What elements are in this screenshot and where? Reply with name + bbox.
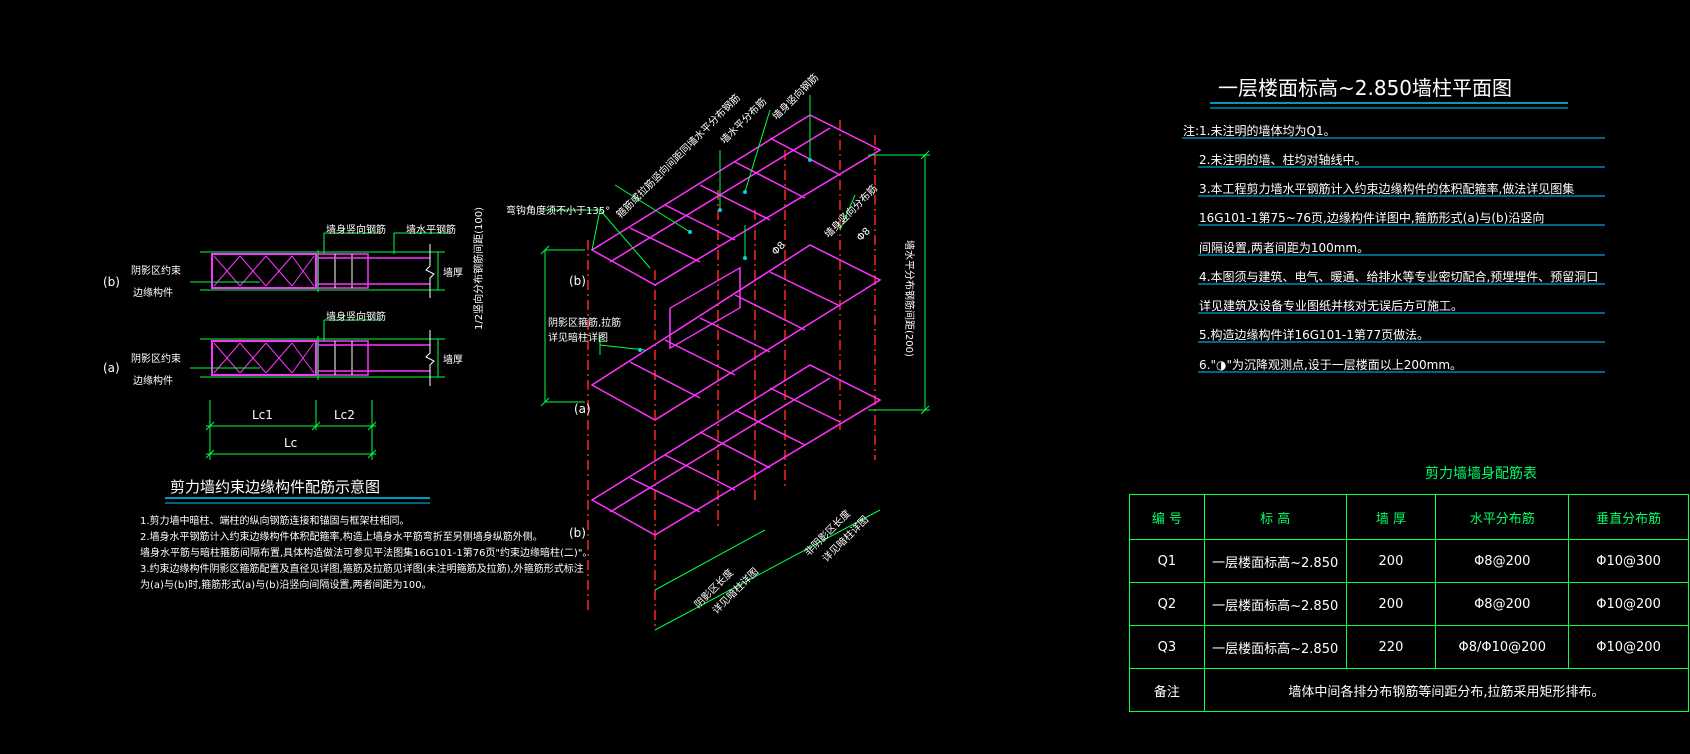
cell-elevation: 一层楼面标高~2.850 xyxy=(1203,582,1347,626)
table-row: Q2 一层楼面标高~2.850 200 Φ8@200 Φ10@200 xyxy=(1129,582,1689,626)
remark-label: 备注 xyxy=(1129,668,1205,712)
note-zone-line2: 详见暗柱详图 xyxy=(548,333,608,344)
cell-thickness: 200 xyxy=(1345,539,1437,583)
left-note-2: 2.墙身水平钢筋计入约束边缘构件体积配箍率,构造上墙身水平筋弯折至另侧墙身纵筋外… xyxy=(140,532,543,543)
left-note-1: 1.剪力墙中暗柱、端柱的纵向钢筋连接和锚固与框架柱相同。 xyxy=(140,516,410,527)
right-note-underlines xyxy=(1182,137,1605,373)
left-title-underline xyxy=(165,497,430,504)
cell-id: Q3 xyxy=(1129,625,1205,669)
left-zone-a-line2: 边缘构件 xyxy=(133,376,173,387)
header-elevation: 标 高 xyxy=(1203,494,1347,540)
right-note-2: 2.未注明的墙、柱均对轴线中。 xyxy=(1199,153,1367,167)
left-zone-b-line2: 边缘构件 xyxy=(133,288,173,299)
table-title: 剪力墙墙身配筋表 xyxy=(1425,466,1537,482)
cell-horizontal: Φ8@200 xyxy=(1435,539,1570,583)
right-note-4: 16G101-1第75~76页,边缘构件详图中,箍筋形式(a)与(b)沿竖向 xyxy=(1199,211,1545,225)
tag-a-width: 墙厚 xyxy=(443,355,463,366)
right-note-9: 6."◑"为沉降观测点,设于一层楼面以上200mm。 xyxy=(1199,358,1463,372)
section-b-detail xyxy=(190,232,450,298)
note-right-dim: 墙水平分布钢筋间距(200) xyxy=(903,240,914,357)
header-thickness: 墙 厚 xyxy=(1345,494,1437,540)
tag-wall-vertical-b: 墙身竖向钢筋 xyxy=(326,225,386,236)
rebar-table: 编 号 标 高 墙 厚 水平分布筋 垂直分布筋 Q1 一层楼面标高~2.850 … xyxy=(1129,494,1690,712)
tag-b-width: 墙厚 xyxy=(443,268,463,279)
isometric-rebar-cage xyxy=(540,95,930,631)
note-hook-angle: 弯钩角度须不小于135° xyxy=(506,206,611,217)
dim-lc: Lc xyxy=(284,436,298,450)
cell-vertical: Φ10@200 xyxy=(1568,625,1689,669)
table-header-row: 编 号 标 高 墙 厚 水平分布筋 垂直分布筋 xyxy=(1129,494,1689,540)
iso-label-b-top: (b) xyxy=(569,274,586,288)
tag-wall-horizontal: 墙水平钢筋 xyxy=(406,225,456,236)
right-note-6: 4.本图须与建筑、电气、暖通、给排水等专业密切配合,预埋埋件、预留洞口 xyxy=(1199,270,1599,284)
header-id: 编 号 xyxy=(1129,494,1205,540)
left-label-b: (b) xyxy=(103,275,120,289)
note-zone-line1: 阴影区箍筋,拉筋 xyxy=(548,318,622,329)
cell-vertical: Φ10@200 xyxy=(1568,582,1689,626)
cell-horizontal: Φ8/Φ10@200 xyxy=(1435,625,1570,669)
cell-vertical: Φ10@300 xyxy=(1568,539,1689,583)
lc-dimensions xyxy=(205,400,377,460)
left-note-4: 3.约束边缘构件阴影区箍筋配置及直径见详图,箍筋及拉筋见详图(未注明箍筋及拉筋)… xyxy=(140,564,584,575)
left-notes: 1.剪力墙中暗柱、端柱的纵向钢筋连接和锚固与框架柱相同。 2.墙身水平钢筋计入约… xyxy=(140,514,592,594)
left-title: 剪力墙约束边缘构件配筋示意图 xyxy=(170,478,381,496)
right-note-3: 3.本工程剪力墙水平钢筋计入约束边缘构件的体积配箍率,做法详见图集 xyxy=(1199,182,1575,196)
cell-thickness: 220 xyxy=(1345,625,1437,669)
table-remark-row: 备注 墙体中间各排分布钢筋等间距分布,拉筋采用矩形排布。 xyxy=(1129,668,1690,712)
left-note-3: 墙身水平筋与暗柱箍筋间隔布置,具体构造做法可参见平法图集16G101-1第76页… xyxy=(140,548,593,559)
right-note-7: 详见建筑及设备专业图纸并核对无误后方可施工。 xyxy=(1199,299,1464,313)
iso-label-b-bottom: (b) xyxy=(569,526,586,540)
header-vertical: 垂直分布筋 xyxy=(1568,494,1689,540)
cell-thickness: 200 xyxy=(1345,582,1437,626)
header-horizontal: 水平分布筋 xyxy=(1435,494,1570,540)
cell-horizontal: Φ8@200 xyxy=(1435,582,1570,626)
section-a-detail xyxy=(190,319,445,386)
iso-label-a: (a) xyxy=(574,402,591,416)
table-row: Q3 一层楼面标高~2.850 220 Φ8/Φ10@200 Φ10@200 xyxy=(1129,625,1689,669)
right-note-8: 5.构造边缘构件详16G101-1第77页做法。 xyxy=(1199,328,1430,342)
dim-lc1: Lc1 xyxy=(252,408,273,422)
note-left-dim: 1/2竖向分布钢筋间距(100) xyxy=(474,207,485,330)
right-title: 一层楼面标高~2.850墙柱平面图 xyxy=(1218,76,1513,100)
cell-id: Q1 xyxy=(1129,539,1205,583)
cell-id: Q2 xyxy=(1129,582,1205,626)
remark-text: 墙体中间各排分布钢筋等间距分布,拉筋采用矩形排布。 xyxy=(1203,668,1690,712)
right-note-1: 注:1.未注明的墙体均为Q1。 xyxy=(1183,124,1336,138)
right-note-5: 间隔设置,两者间距为100mm。 xyxy=(1199,241,1370,255)
left-zone-a-line1: 阴影区约束 xyxy=(131,354,181,365)
left-label-a: (a) xyxy=(103,361,120,375)
cell-elevation: 一层楼面标高~2.850 xyxy=(1203,625,1347,669)
dim-lc2: Lc2 xyxy=(334,408,355,422)
table-row: Q1 一层楼面标高~2.850 200 Φ8@200 Φ10@300 xyxy=(1129,539,1689,583)
left-note-5: 为(a)与(b)时,箍筋形式(a)与(b)沿竖向间隔设置,两者间距为100。 xyxy=(140,580,432,591)
left-zone-b-line1: 阴影区约束 xyxy=(131,266,181,277)
right-title-underline xyxy=(1210,102,1568,109)
cell-elevation: 一层楼面标高~2.850 xyxy=(1203,539,1347,583)
tag-wall-vertical-a: 墙身竖向钢筋 xyxy=(326,312,386,323)
